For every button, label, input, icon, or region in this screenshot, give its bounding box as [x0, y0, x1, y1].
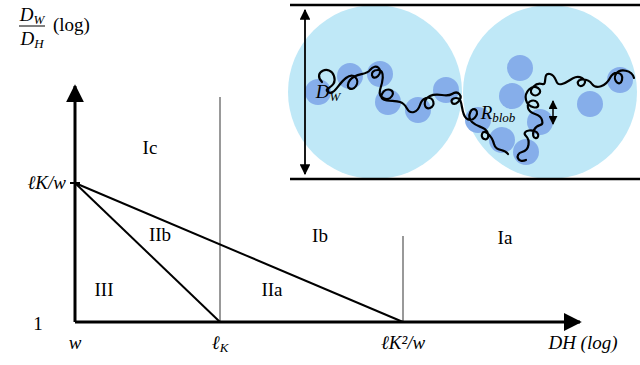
tick-label: ℓK/w: [27, 172, 66, 194]
width-arrow: [304, 10, 306, 174]
fraction-bar: [19, 26, 45, 27]
region-label: Ia: [498, 227, 513, 249]
large-blob: [463, 5, 637, 179]
axis-label: (log): [53, 14, 90, 36]
axis-label: DW: [20, 5, 45, 26]
boundary-line: [75, 183, 220, 322]
small-blobs: [305, 55, 633, 165]
polymer-chain: [518, 71, 634, 161]
tick-label: ℓK²/w: [381, 332, 425, 354]
inset-wall: [290, 178, 640, 181]
dimension-label: DW: [316, 82, 341, 103]
region-label: IIa: [261, 279, 282, 301]
polymer-chain: [319, 67, 508, 154]
tick-label: 1: [33, 313, 43, 335]
axis-label: DH (log): [548, 332, 617, 354]
region-label: IIb: [149, 224, 171, 246]
boundary-line: [402, 236, 404, 322]
boundary-line: [75, 183, 403, 322]
x-axis: [75, 321, 580, 324]
axis-label: DH: [20, 29, 43, 50]
y-axis: [74, 86, 77, 322]
tick-label: w: [69, 332, 82, 354]
phase-diagram: [19, 26, 580, 322]
region-label: Ib: [312, 225, 328, 247]
tick-label: ℓK: [212, 333, 229, 354]
region-label: Ic: [143, 137, 158, 159]
inset-wall: [290, 4, 640, 7]
inset-illustration: [288, 5, 640, 179]
region-label: III: [95, 279, 114, 301]
tick: [70, 182, 80, 184]
blob-size-arrow: [552, 101, 554, 124]
dimension-label: Rblob: [481, 103, 516, 124]
boundary-line: [219, 97, 221, 322]
large-blob: [288, 5, 462, 179]
